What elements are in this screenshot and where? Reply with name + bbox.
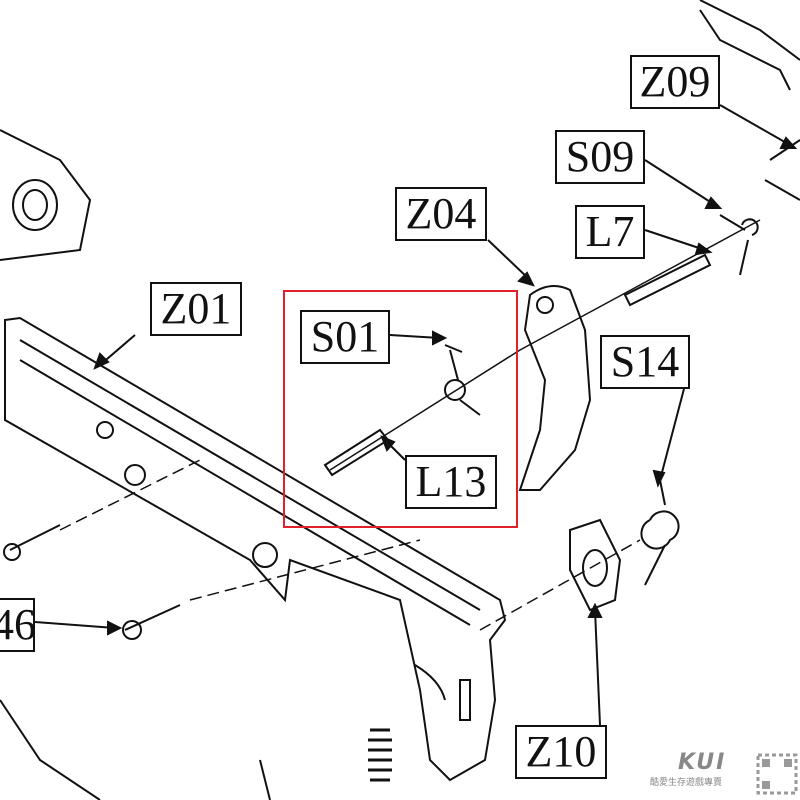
logo-brand: KUI	[678, 750, 727, 775]
label-z01: Z01	[150, 282, 242, 336]
pin-part-l7	[623, 253, 712, 307]
highlight-box	[283, 290, 518, 528]
part-z10	[569, 518, 622, 612]
label-z09: Z09	[630, 55, 720, 109]
label-l7: L7	[575, 205, 645, 259]
label-s01: S01	[300, 310, 390, 364]
hammer-part-z04	[518, 285, 592, 491]
label-l13: L13	[405, 455, 497, 509]
spring-part-s01	[444, 344, 481, 416]
label-z04: Z04	[395, 187, 487, 241]
logo-subtitle: 酷愛生存遊戲專賣	[650, 778, 723, 788]
label-46: 46	[0, 598, 36, 652]
spring-part-s14	[640, 479, 680, 586]
label-z10: Z10	[515, 725, 607, 779]
kui-logo: KUI 酷愛生存遊戲專賣	[650, 750, 750, 788]
label-s14: S14	[600, 335, 690, 389]
frame-part-z01	[4, 316, 507, 782]
label-s09: S09	[555, 130, 645, 184]
